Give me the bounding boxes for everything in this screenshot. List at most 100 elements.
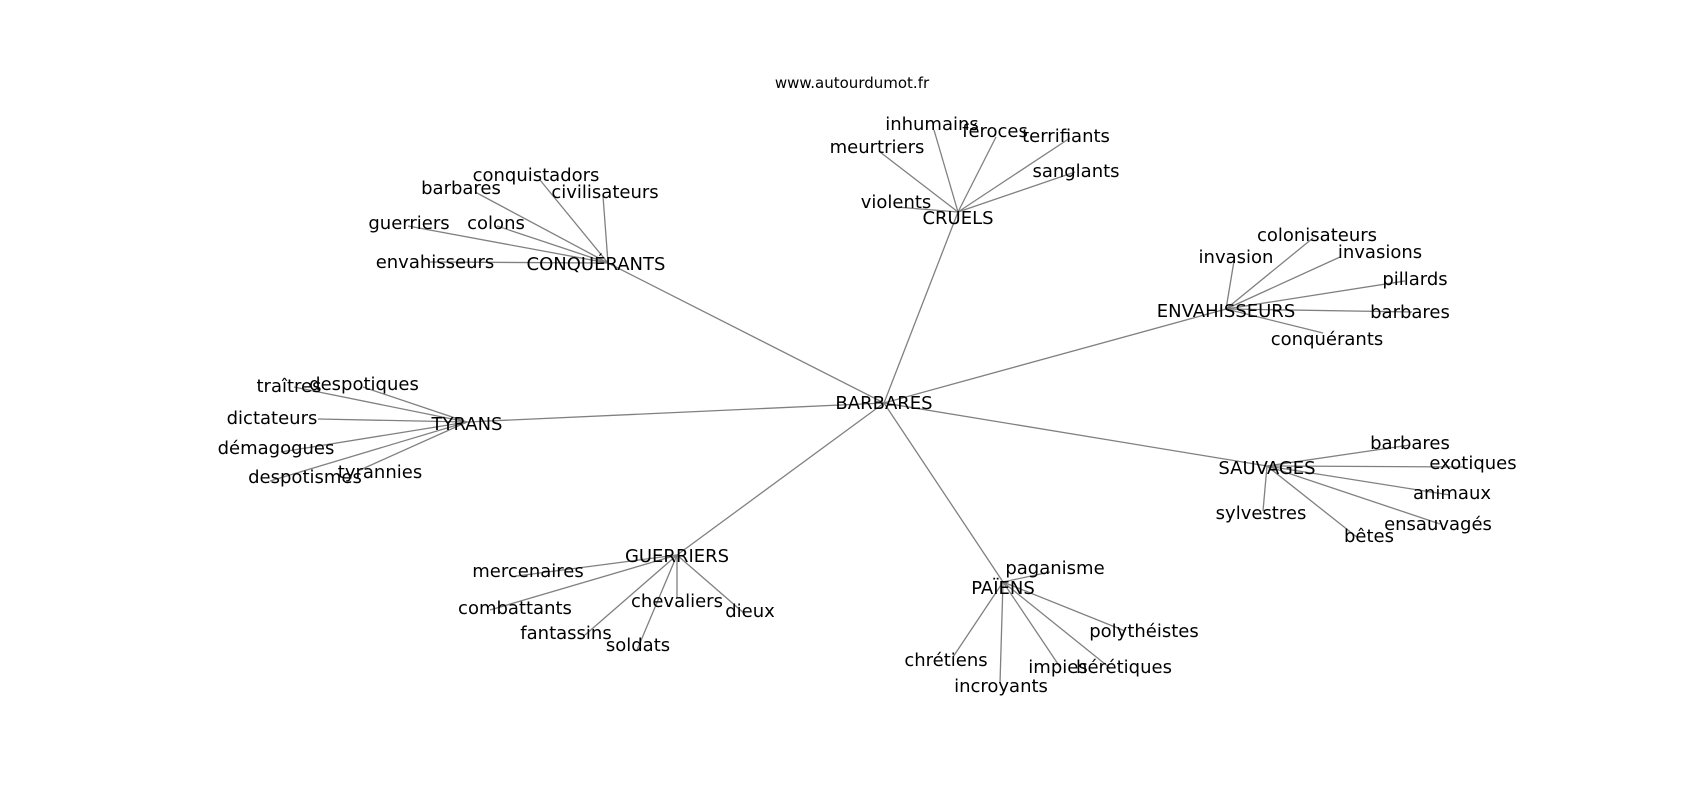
edge-center-to-hub [883, 402, 1268, 467]
leaf-word-label: civilisateurs [551, 182, 658, 203]
hub-word-label: PAÏENS [971, 578, 1035, 599]
leaf-word-label: pillards [1382, 269, 1447, 290]
edge-hub-to-leaf [895, 206, 959, 213]
leaf-word-label: barbares [1370, 302, 1450, 323]
leaf-word-label: tyrannies [338, 462, 422, 483]
leaf-word-label: chevaliers [631, 591, 723, 612]
edge-hub-to-leaf [496, 225, 609, 264]
edge-hub-to-leaf [1225, 237, 1314, 310]
edge-center-to-hub [466, 402, 885, 423]
hub-word-label: ENVAHISSEURS [1157, 301, 1296, 322]
edge-hub-to-leaf [957, 136, 997, 213]
leaf-word-label: conquérants [1271, 329, 1384, 350]
leaf-word-label: envahisseurs [376, 252, 495, 273]
edge-hub-to-leaf [516, 554, 678, 577]
hub-word-label: CRUELS [922, 208, 993, 229]
edge-hub-to-leaf [676, 554, 746, 615]
edge-hub-to-leaf [317, 418, 468, 423]
leaf-word-label: guerriers [368, 213, 449, 234]
edge-hub-to-leaf [957, 171, 1076, 213]
edge-hub-to-leaf [952, 581, 1004, 658]
leaf-word-label: barbares [421, 178, 501, 199]
leaf-word-label: inhumains [885, 114, 979, 135]
source-url: www.autourdumot.fr [775, 74, 930, 92]
edge-hub-to-leaf [280, 421, 468, 453]
leaf-word-label: combattants [458, 598, 572, 619]
leaf-word-label: hérétiques [1076, 657, 1172, 678]
leaf-word-label: fantassins [520, 623, 611, 644]
edge-hub-to-leaf [1262, 465, 1268, 512]
edge-hub-to-leaf [489, 554, 678, 611]
edge-hub-to-leaf [1002, 581, 1111, 669]
edge-hub-to-leaf [362, 386, 468, 423]
leaf-word-label: colons [467, 213, 525, 234]
leaf-word-label: animaux [1413, 483, 1491, 504]
edge-center-to-hub [676, 402, 885, 556]
edge-hub-to-leaf [999, 581, 1004, 684]
edge-hub-to-leaf [1266, 465, 1466, 468]
edge-hub-to-leaf [407, 225, 609, 264]
edge-hub-to-leaf [1266, 465, 1359, 539]
edge-center-to-hub [607, 262, 885, 404]
leaf-word-label: dictateurs [227, 408, 318, 429]
hub-word-label: SAUVAGES [1218, 458, 1315, 479]
center-word-label: BARBARES [835, 393, 932, 414]
leaf-word-label: impies [1028, 657, 1087, 678]
edge-hub-to-leaf [429, 261, 609, 264]
hub-word-label: GUERRIERS [625, 546, 729, 567]
edge-hub-to-leaf [539, 179, 609, 264]
edges-layer [269, 129, 1466, 684]
edge-hub-to-leaf [602, 195, 609, 264]
leaf-word-label: invasions [1338, 242, 1422, 263]
edge-hub-to-leaf [1225, 280, 1406, 310]
leaf-word-label: despotismes [248, 467, 362, 488]
edge-hub-to-leaf [1266, 444, 1411, 467]
edge-center-to-hub [883, 308, 1227, 404]
leaf-word-label: soldats [606, 635, 670, 656]
leaf-word-label: incroyants [954, 676, 1048, 697]
leaf-word-label: bêtes [1344, 526, 1394, 547]
leaf-word-label: terrifiants [1022, 126, 1110, 147]
leaf-word-label: violents [861, 192, 932, 213]
edge-center-to-hub [883, 211, 959, 404]
leaf-word-label: conquistadors [473, 165, 600, 186]
edge-center-to-hub [883, 402, 1004, 583]
edge-hub-to-leaf [474, 191, 609, 264]
hub-word-label: CONQUÉRANTS [527, 253, 666, 275]
leaf-word-label: polythéistes [1089, 621, 1199, 642]
edge-hub-to-leaf [879, 151, 959, 213]
leaf-word-label: colonisateurs [1257, 225, 1377, 246]
leaf-word-label: chrétiens [904, 650, 987, 671]
edge-hub-to-leaf [1225, 260, 1235, 310]
edge-hub-to-leaf [636, 554, 678, 651]
edge-hub-to-leaf [1225, 308, 1413, 313]
edge-hub-to-leaf [1225, 256, 1341, 310]
leaf-word-label: démagogues [218, 438, 335, 459]
edge-hub-to-leaf [957, 137, 1071, 213]
leaf-word-label: sanglants [1032, 161, 1119, 182]
edge-hub-to-leaf [1266, 465, 1451, 496]
leaf-word-label: mercenaires [472, 561, 583, 582]
edge-hub-to-leaf [1002, 581, 1126, 632]
edge-hub-to-leaf [1002, 581, 1061, 668]
edge-hub-to-leaf [1225, 308, 1324, 334]
leaf-word-label: paganisme [1005, 558, 1104, 579]
leaf-word-label: ensauvagés [1384, 514, 1492, 535]
hub-word-label: TYRANS [431, 414, 503, 435]
leaf-word-label: meurtriers [830, 137, 925, 158]
edge-hub-to-leaf [1002, 571, 1051, 583]
edge-hub-to-leaf [359, 421, 468, 471]
leaf-word-label: sylvestres [1216, 503, 1307, 524]
leaf-word-label: invasion [1199, 247, 1274, 268]
edge-hub-to-leaf [293, 386, 468, 423]
edge-hub-to-leaf [584, 554, 678, 636]
leaf-word-label: barbares [1370, 433, 1450, 454]
leaf-word-label: traîtres [256, 376, 321, 397]
leaf-word-label: exotiques [1429, 453, 1516, 474]
edge-hub-to-leaf [269, 421, 468, 482]
leaf-word-label: dieux [725, 601, 775, 622]
leaf-word-label: despotiques [309, 374, 419, 395]
edge-hub-to-leaf [933, 129, 959, 213]
